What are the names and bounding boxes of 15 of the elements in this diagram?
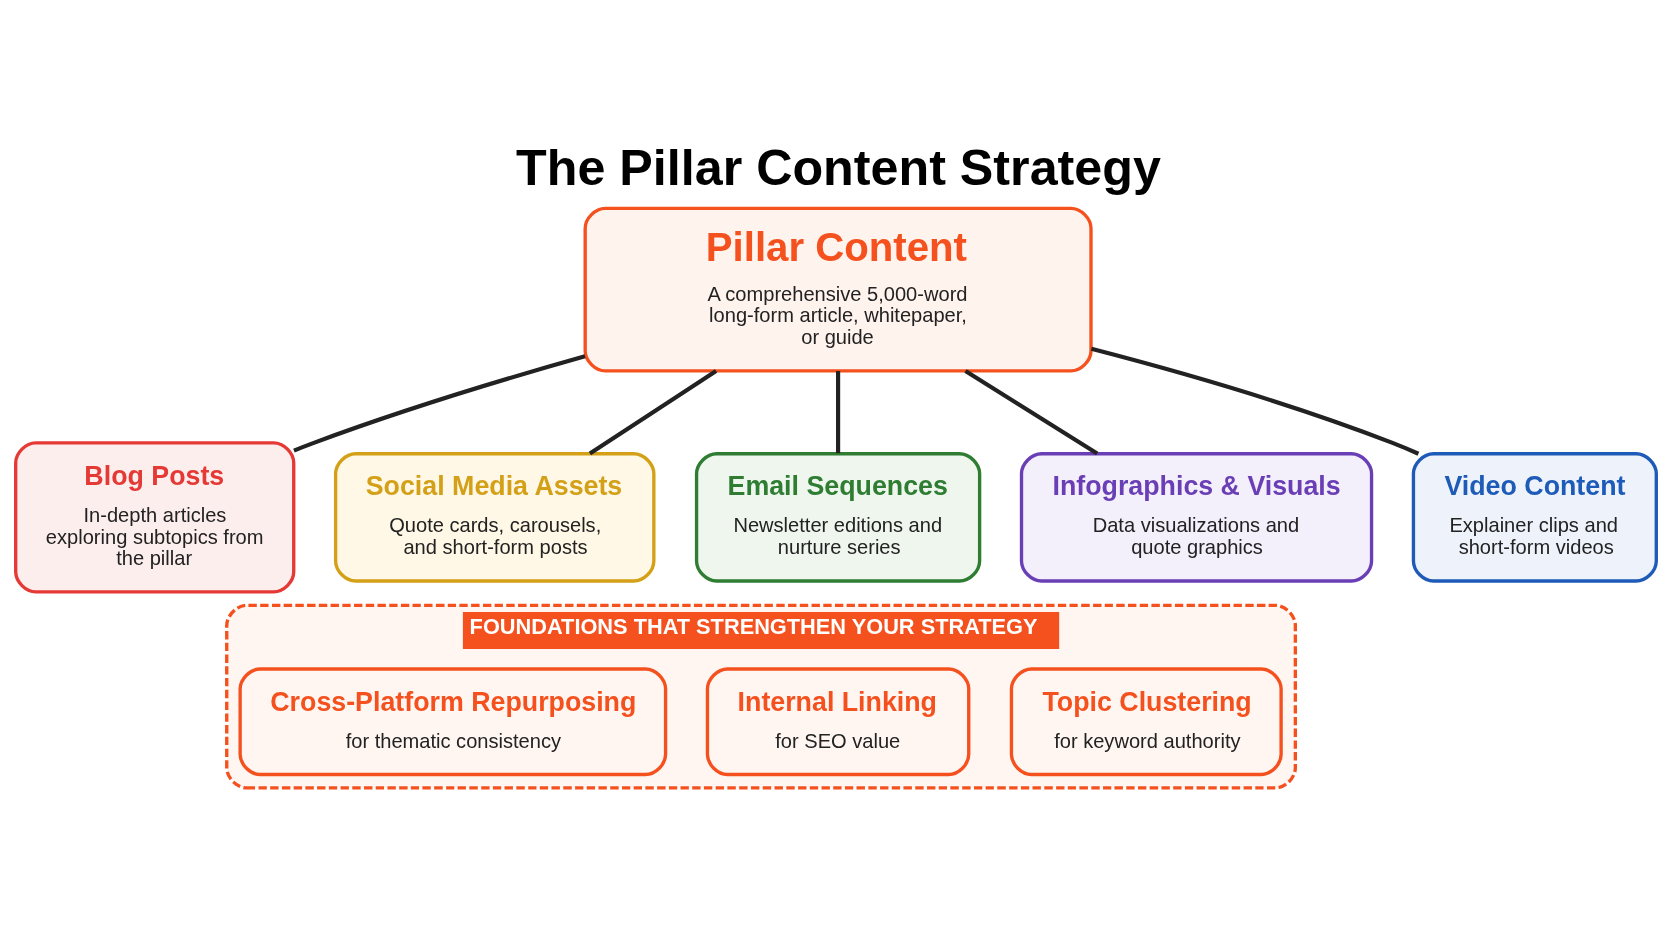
connector: [293, 354, 586, 453]
node-box: Topic Clustering for keyword authority: [1009, 667, 1283, 777]
node-box: Pillar Content A comprehensive 5,000-word long-form article, whitepaper, or guide: [583, 206, 1093, 373]
diagram-title: The Pillar Content Strategy: [516, 139, 1161, 196]
node-box: Cross-Platform Repurposing for thematic consistency: [238, 667, 668, 777]
node-box: Blog Posts In-depth articles exploring subtopics from the pillar: [14, 441, 296, 594]
node-box: Video Content Explainer clips and short-form videos: [1411, 452, 1658, 583]
node-box: Internal Linking for SEO value: [705, 667, 971, 777]
node-box: Email Sequences Newsletter editions and nurture series: [694, 452, 982, 583]
connector: [1090, 346, 1420, 456]
connector: [588, 369, 718, 456]
connector: [964, 369, 1099, 456]
connector: [836, 371, 841, 454]
node-box: Infographics & Visuals Data visualizations and quote graphics: [1019, 452, 1374, 583]
node-box: Social Media Assets Quote cards, carousels, and short-form posts: [333, 452, 656, 583]
